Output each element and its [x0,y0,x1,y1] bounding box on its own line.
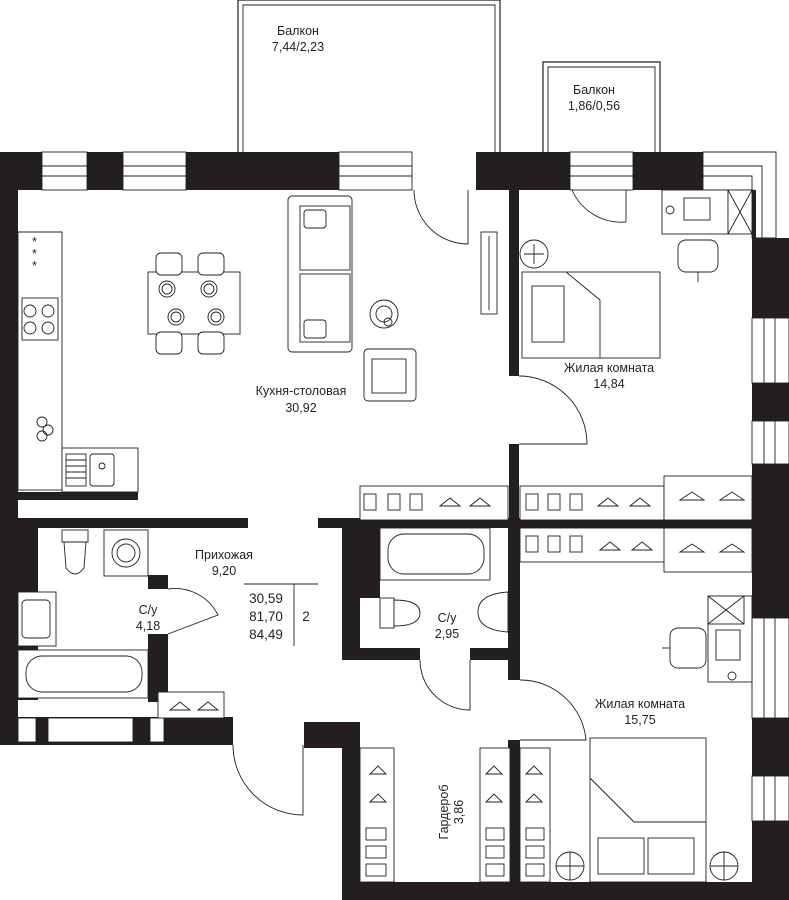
folded-clothes-icon [363,493,583,877]
balcony-1-area: 7,44/2,23 [272,40,324,54]
doors [167,189,627,816]
bedroom-1-furniture [519,189,753,359]
balcony-1-name: Балкон [277,24,319,38]
kitchen-name: Кухня-столовая [256,384,347,398]
balcony-small [542,61,661,152]
hallway-name: Прихожая [195,548,253,562]
bedroom-2-furniture [555,595,753,883]
chair-icon [677,239,719,282]
living-2-name: Жилая комната [595,697,685,711]
stove-icon [21,297,59,341]
bath-1-area: 4,18 [136,619,160,633]
living-2-area: 15,75 [624,713,655,727]
armchair-icon [363,348,417,402]
living-1-area: 14,84 [593,377,624,391]
balcony-large [237,0,501,152]
chair-icon [662,627,707,669]
sofa-icon [287,195,353,353]
summary-area-1: 30,59 [249,591,283,606]
wardrobe-name: Гардероб [437,785,451,840]
washer-icon [103,529,149,577]
desk-icon [661,189,729,235]
desk-icon [707,595,753,683]
summary-area-3: 84,49 [249,627,283,642]
tv-icon [480,231,498,315]
bath-2-name: С/у [438,611,458,625]
svg-text:*: * [32,259,37,273]
living-1-name: Жилая комната [564,361,654,375]
balcony-2-area: 1,86/0,56 [568,99,620,113]
bed-icon [521,271,661,359]
bath-1-name: С/у [139,603,159,617]
cooktop-icon: * * * [32,235,37,273]
toilet-icon [61,529,89,575]
balcony-2-name: Балкон [573,83,615,97]
bathtub-icon [17,649,149,699]
room-labels: Балкон 7,44/2,23 Балкон 1,86/0,56 Кухня-… [136,24,685,840]
bath-2-area: 2,95 [435,627,459,641]
hanger-icon [168,491,746,803]
dining-table-icon [147,252,241,355]
summary-area-2: 81,70 [249,609,283,624]
kitchen-area: 30,92 [285,401,316,415]
bathroom-1-furniture [17,529,149,699]
wardrobes [157,475,753,883]
plant-icon [369,299,399,329]
bathroom-2-furniture [379,527,509,633]
sink-icon [36,416,54,442]
svg-text:*: * [32,235,37,249]
hallway-area: 9,20 [212,564,236,578]
wardrobe-area: 3,86 [452,800,466,824]
kitchen-furniture: * * * [17,195,498,493]
summary-box [244,583,318,646]
walls [0,151,789,900]
bed-icon [589,737,707,883]
summary-rooms-count: 2 [302,609,310,624]
svg-text:*: * [32,247,37,261]
